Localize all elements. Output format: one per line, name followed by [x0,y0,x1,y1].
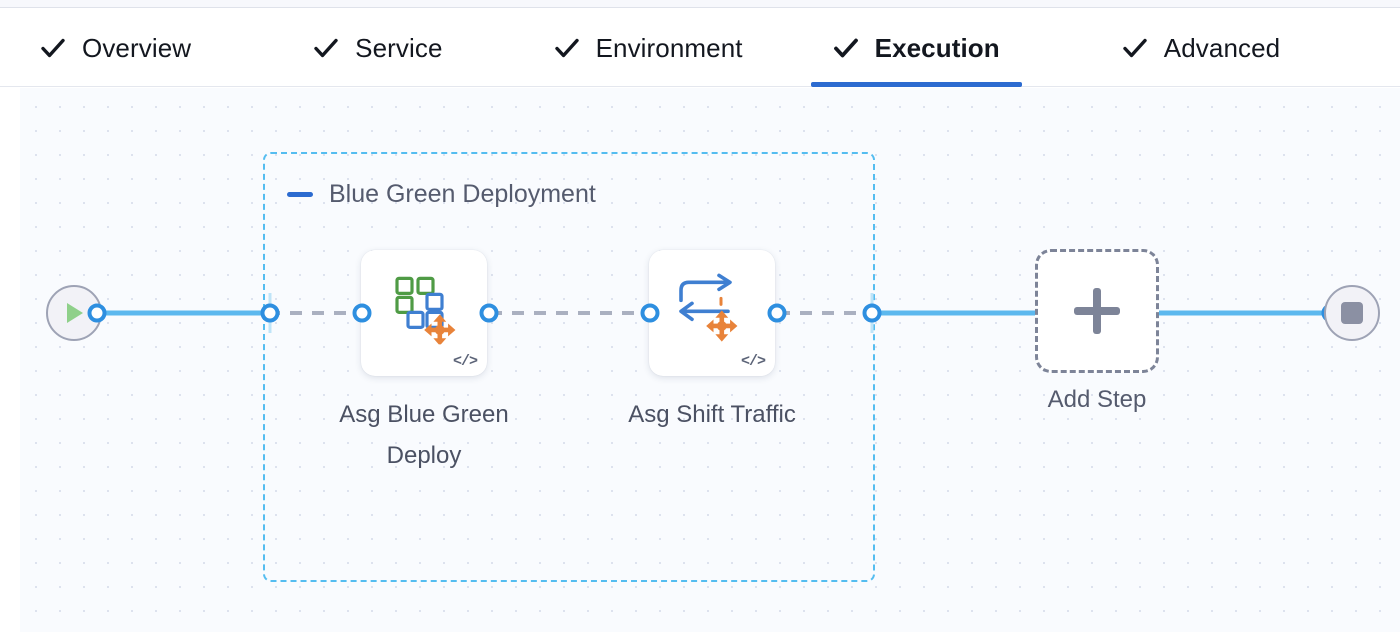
check-icon [554,35,580,61]
connector-wires [93,293,1333,333]
play-icon [67,303,83,323]
step-group-title: Blue Green Deployment [329,180,596,208]
step-node-1-label: Asg Blue Green Deploy [339,401,509,470]
group-entry-port[interactable] [260,303,280,323]
tab-label: Service [355,32,443,63]
tab-label: Advanced [1163,32,1281,63]
step-node-1-input-port[interactable] [352,303,372,323]
step-node-asg-shift-traffic[interactable]: </> [649,250,775,376]
top-strip [0,0,1400,8]
asg-shift-traffic-icon [675,270,749,349]
asg-blue-green-deploy-icon [387,270,461,349]
step-node-1-output-port[interactable] [479,303,499,323]
tab-execution[interactable]: Execution [810,9,1022,87]
step-node-asg-blue-green-deploy[interactable]: </> [361,250,487,376]
tab-advanced[interactable]: Advanced [1118,9,1284,87]
stop-square-icon [1341,302,1363,324]
pipeline-end-node[interactable] [1324,285,1380,341]
check-icon [40,35,66,61]
step-group-header: Blue Green Deployment [287,182,596,207]
add-step-label: Add Step [1047,386,1147,413]
tab-environment[interactable]: Environment [550,9,747,87]
step-group-blue-green-deployment[interactable]: Blue Green Deployment [263,152,875,582]
start-node-port[interactable] [87,303,107,323]
step-node-2-input-port[interactable] [640,303,660,323]
plus-icon [1074,288,1120,334]
check-icon [833,35,859,61]
pipeline-canvas[interactable]: Blue Green Deployment [20,88,1400,632]
check-icon [1122,35,1148,61]
wizard-tab-bar: Overview Service Environment Execution A [0,9,1400,87]
add-step-button[interactable] [1035,249,1159,373]
tab-label: Overview [82,32,192,63]
step-node-2-label: Asg Shift Traffic [628,401,796,428]
code-icon: </> [740,353,766,370]
tab-label: Execution [874,32,1000,63]
tab-service[interactable]: Service [309,9,446,87]
check-icon [313,35,339,61]
execution-canvas-wrapper: Blue Green Deployment [0,88,1400,632]
group-exit-port[interactable] [862,303,882,323]
tab-label: Environment [595,32,743,63]
tab-overview[interactable]: Overview [36,9,195,87]
step-node-2-output-port[interactable] [767,303,787,323]
code-icon: </> [452,353,478,370]
minus-icon[interactable] [287,192,313,197]
